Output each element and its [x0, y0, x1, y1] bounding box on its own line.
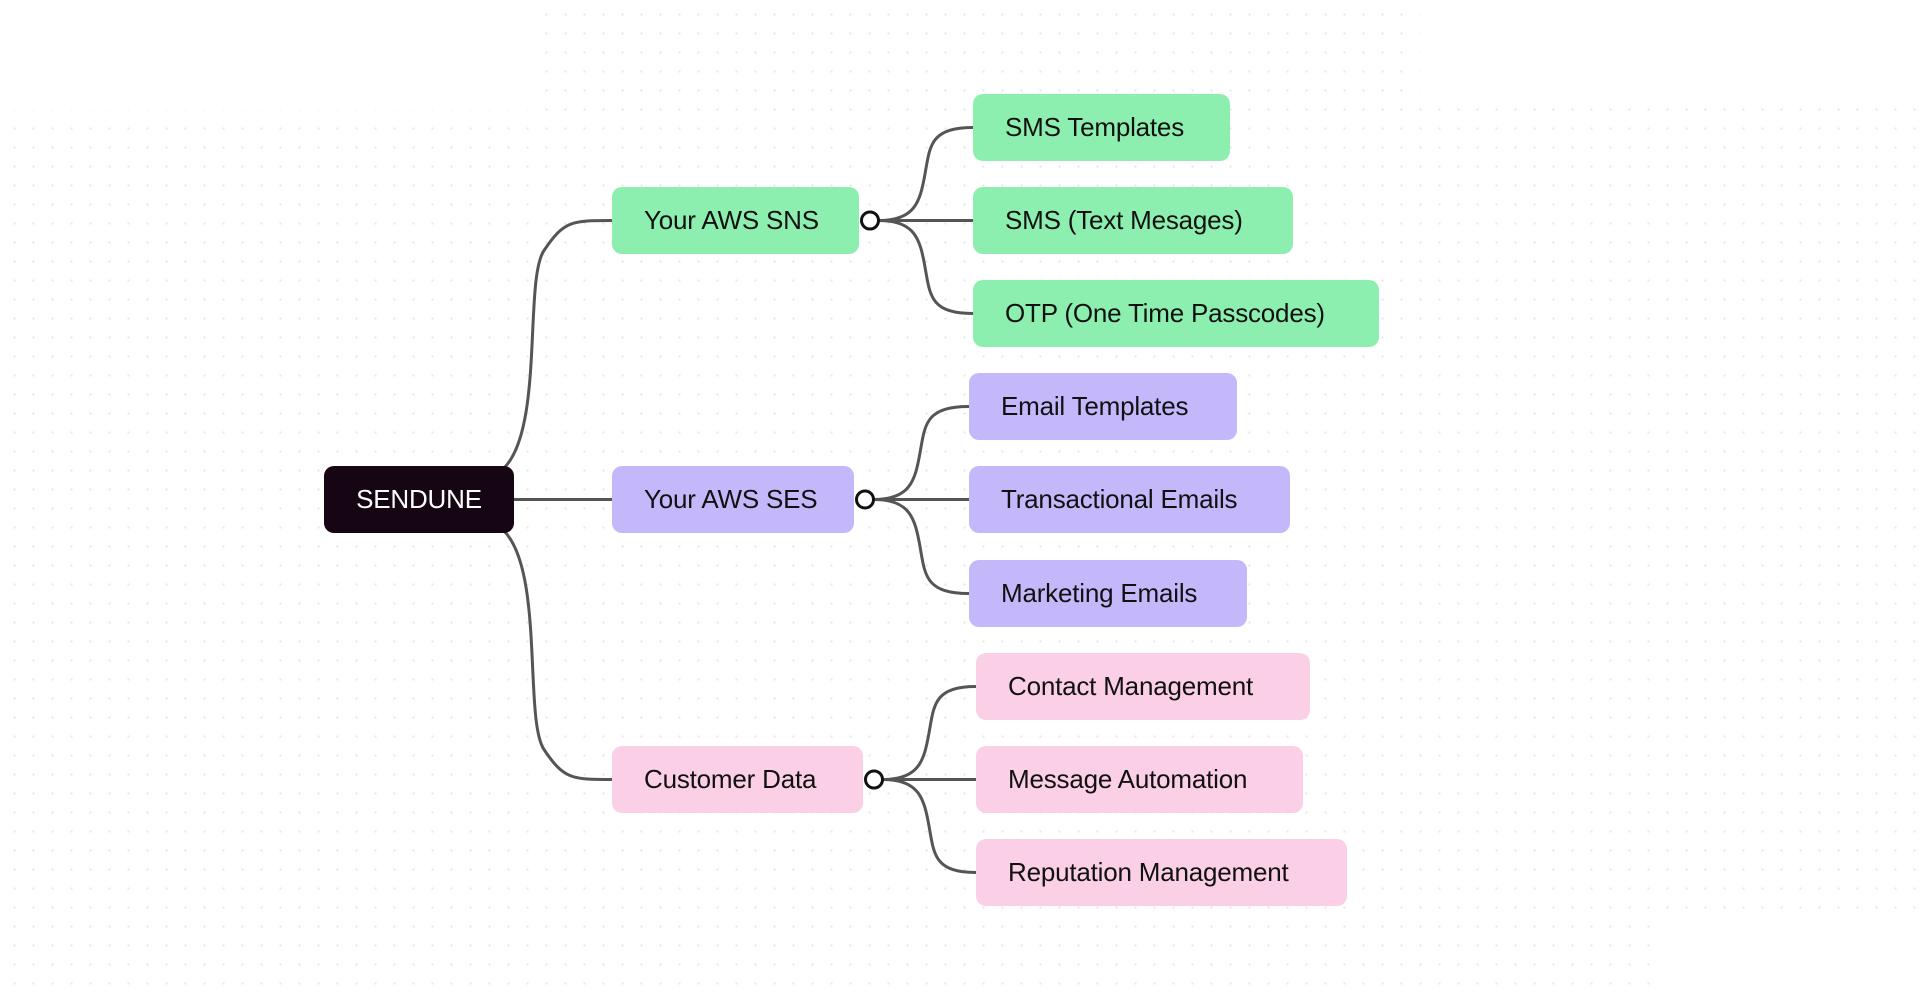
- leaf-node-otp[interactable]: OTP (One Time Passcodes): [973, 280, 1379, 347]
- collapse-toggle-icon[interactable]: [860, 210, 880, 231]
- leaf-node-label: Contact Management: [1008, 671, 1253, 701]
- branch-to-leaf-connector: [877, 219, 975, 315]
- leaf-node-label: SMS Templates: [1005, 112, 1184, 142]
- leaf-node-sms-text-messages[interactable]: SMS (Text Mesages): [973, 187, 1293, 254]
- branch-node-ses[interactable]: Your AWS SES: [612, 466, 854, 533]
- branch-node-label: Your AWS SNS: [644, 205, 819, 235]
- leaf-node-sms-templates[interactable]: SMS Templates: [973, 94, 1230, 161]
- leaf-node-message-automation[interactable]: Message Automation: [976, 746, 1303, 813]
- branch-to-leaf-connector: [881, 685, 978, 781]
- leaf-node-email-templates[interactable]: Email Templates: [969, 373, 1237, 440]
- leaf-node-transactional-emails[interactable]: Transactional Emails: [969, 466, 1290, 533]
- branch-node-label: Customer Data: [644, 764, 817, 794]
- leaf-node-label: Message Automation: [1008, 764, 1248, 794]
- leaf-node-label: OTP (One Time Passcodes): [1005, 298, 1325, 328]
- root-node[interactable]: SENDUNE: [324, 466, 514, 533]
- leaf-node-contact-management[interactable]: Contact Management: [976, 653, 1310, 720]
- leaf-node-label: Marketing Emails: [1001, 578, 1198, 608]
- leaf-node-label: SMS (Text Mesages): [1005, 205, 1243, 235]
- root-node-label: SENDUNE: [356, 484, 482, 514]
- collapse-toggle-icon[interactable]: [855, 489, 875, 510]
- leaf-node-marketing-emails[interactable]: Marketing Emails: [969, 560, 1247, 627]
- branch-node-sns[interactable]: Your AWS SNS: [612, 187, 859, 254]
- canvas-blank-area: [1660, 910, 1920, 999]
- canvas-blank-area: [0, 0, 540, 110]
- collapse-toggle-icon[interactable]: [864, 769, 884, 790]
- leaf-node-label: Email Templates: [1001, 391, 1189, 421]
- branch-to-leaf-connector: [881, 778, 978, 874]
- branch-to-leaf-connector: [877, 126, 975, 222]
- leaf-node-label: Reputation Management: [1008, 857, 1289, 887]
- root-to-branch-connector: [502, 219, 614, 470]
- canvas-blank-area: [0, 985, 1920, 999]
- root-to-branch-connector: [502, 529, 614, 781]
- leaf-node-reputation-management[interactable]: Reputation Management: [976, 839, 1347, 906]
- branch-node-customer-data[interactable]: Customer Data: [612, 746, 863, 813]
- leaf-node-label: Transactional Emails: [1001, 484, 1238, 514]
- branch-node-label: Your AWS SES: [644, 484, 818, 514]
- branch-to-leaf-connector: [872, 498, 971, 595]
- branch-to-leaf-connector: [872, 405, 971, 501]
- canvas-blank-area: [1420, 0, 1920, 105]
